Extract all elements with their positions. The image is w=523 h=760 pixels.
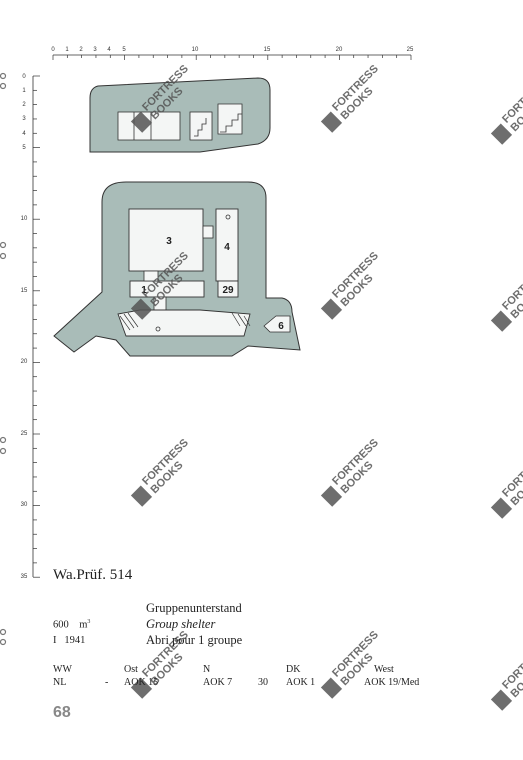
castle-logo-icon (320, 677, 343, 699)
room-1 (129, 280, 205, 298)
top-tick-label: 20 (336, 47, 343, 53)
castle-logo-icon (490, 123, 513, 145)
value-dash: - (105, 677, 109, 688)
castle-logo-icon (490, 689, 513, 711)
value-west: AOK 19/Med (364, 677, 420, 688)
left-tick-label: 30 (21, 502, 28, 508)
header-n: N (203, 664, 211, 675)
header-west: West (374, 664, 394, 675)
floor-plan: 3 4 1 29 6 (53, 181, 301, 357)
value-nl: NL (53, 677, 67, 688)
top-tick-label: 4 (107, 47, 111, 53)
top-scale-ruler: 0 1 2 3 4 5 10 15 20 25 (51, 47, 414, 60)
room-29-label: 29 (222, 285, 234, 296)
header-dk: DK (286, 664, 301, 675)
room-3 (128, 208, 204, 272)
room-4-label: 4 (224, 242, 230, 253)
left-tick-label: 1 (22, 88, 26, 94)
top-tick-label: 0 (51, 47, 55, 53)
volume-sup: 3 (87, 619, 91, 625)
header-ww: WW (53, 664, 72, 675)
left-tick-label: 25 (21, 431, 28, 437)
castle-logo-icon (490, 497, 513, 519)
left-tick-label: 3 (22, 116, 26, 122)
binder-holes (0, 72, 7, 646)
name-french: Abri pour 1 groupe (146, 633, 243, 647)
value-30: 30 (258, 677, 268, 688)
room-1-label: 1 (141, 285, 147, 296)
left-tick-label: 20 (21, 359, 28, 365)
left-tick-label: 2 (22, 102, 26, 108)
top-tick-label: 15 (264, 47, 271, 53)
left-tick-label: 15 (21, 288, 28, 294)
section-view (89, 77, 271, 153)
value-n: AOK 7 (203, 677, 233, 688)
volume-value: 600 (53, 619, 69, 631)
top-tick-label: 3 (93, 47, 97, 53)
castle-logo-icon (130, 677, 153, 699)
castle-logo-icon (130, 298, 153, 320)
top-tick-label: 10 (192, 47, 199, 53)
year-prefix: I (53, 635, 57, 646)
room-3-label: 3 (166, 236, 172, 247)
left-tick-label: 4 (22, 131, 26, 137)
volume: 600 m3 (53, 619, 90, 631)
castle-logo-icon (320, 485, 343, 507)
castle-logo-icon (130, 485, 153, 507)
castle-logo-icon (320, 298, 343, 320)
room-29 (217, 280, 239, 298)
top-tick-label: 2 (79, 47, 83, 53)
left-tick-label: 0 (22, 74, 26, 80)
castle-logo-icon (490, 310, 513, 332)
value-dk: AOK 1 (286, 677, 316, 688)
top-tick-label: 1 (65, 47, 69, 53)
year: I 1941 (53, 635, 85, 646)
room-6-label: 6 (278, 321, 284, 332)
room-6 (263, 315, 291, 333)
castle-logo-icon (320, 111, 343, 133)
left-scale-ruler: 0 1 2 3 4 5 10 15 20 25 30 35 (21, 74, 40, 580)
value-ost: AOK 15 (124, 677, 159, 688)
top-tick-label: 5 (122, 47, 126, 53)
left-tick-label: 5 (22, 145, 26, 151)
name-english: Group shelter (146, 617, 216, 631)
plan-title: Wa.Prüf. 514 (53, 567, 133, 583)
page-number: 68 (53, 704, 71, 721)
castle-logo-icon (130, 111, 153, 133)
left-tick-label: 10 (21, 216, 28, 222)
top-tick-label: 25 (407, 47, 414, 53)
year-value: 1941 (64, 635, 86, 646)
volume-unit: m (79, 619, 88, 631)
name-german: Gruppenunterstand (146, 601, 242, 615)
header-ost: Ost (124, 664, 138, 675)
left-tick-label: 35 (21, 574, 28, 580)
